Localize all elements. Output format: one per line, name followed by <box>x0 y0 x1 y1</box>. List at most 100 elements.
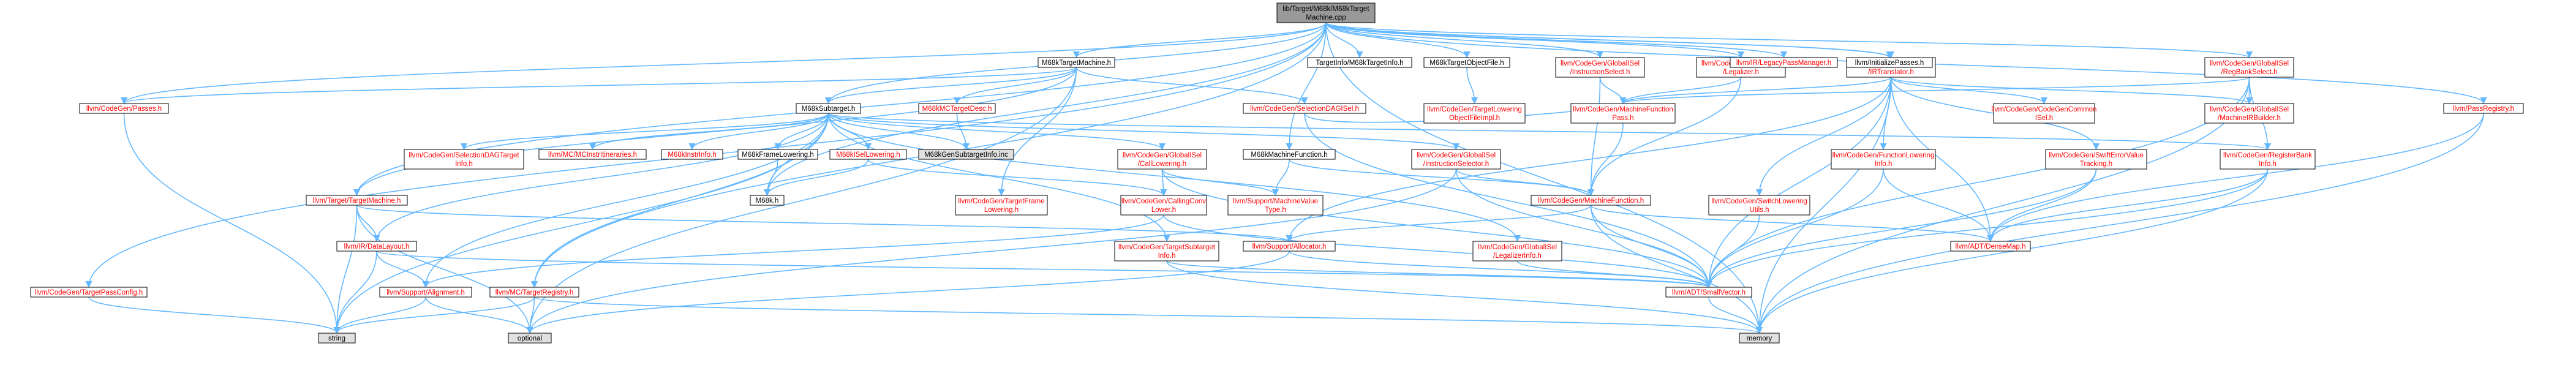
node-pass-registry[interactable]: llvm/PassRegistry.h <box>2443 103 2524 114</box>
node-optional: optional <box>508 333 552 344</box>
node-box <box>1708 195 1810 216</box>
node-label: M68k.h <box>756 197 779 205</box>
node-box <box>1950 241 2031 252</box>
edge-legalizer-to-machine_function_pass <box>1619 77 1742 105</box>
node-codegen-passes[interactable]: llvm/CodeGen/Passes.h <box>79 103 169 114</box>
node-box <box>508 333 552 344</box>
edge-m68k_subtarget-to-call_lowering <box>827 113 1166 151</box>
node-small-vector[interactable]: llvm/ADT/SmallVector.h <box>1665 287 1752 298</box>
node-dense-map[interactable]: llvm/ADT/DenseMap.h <box>1950 241 2031 252</box>
node-label: llvm/CodeGen/GlobalISel <box>1478 244 1557 251</box>
node-label: Utils.h <box>1750 206 1769 214</box>
node-label: llvm/CodeGen/CallingConv <box>1121 198 1206 205</box>
edge-calling_conv_lower-to-support_alignment <box>422 214 1164 288</box>
edge-irtranslator-to-dense_map <box>1890 77 1994 243</box>
node-label: /MachineIRBuilder.h <box>2218 115 2281 122</box>
node-box <box>538 149 647 160</box>
node-label: ISel.h <box>2035 115 2053 122</box>
node-reg-bank-select[interactable]: llvm/CodeGen/GlobalISel/RegBankSelect.h <box>2204 57 2294 78</box>
edge-target_pass_config-to-string <box>88 296 341 334</box>
edge-function_lowering_info-to-small_vector <box>1705 168 1884 288</box>
node-target-pass-config[interactable]: llvm/CodeGen/TargetPassConfig.h <box>30 287 148 298</box>
node-mc-target-desc[interactable]: M68kMCTargetDesc.h <box>918 103 996 114</box>
node-label: llvm/PassRegistry.h <box>2453 105 2514 113</box>
node-label: M68kFrameLowering.h <box>742 151 814 159</box>
node-m68k-instr-info[interactable]: M68kInstrInfo.h <box>661 149 723 160</box>
edge-irtranslator-to-machine_function_pass <box>1619 77 1892 105</box>
edge-root-to-initialize_passes <box>1325 22 1893 59</box>
node-machine-ir-builder[interactable]: llvm/CodeGen/GlobalISel/MachineIRBuilder… <box>2204 103 2294 124</box>
edge-irtranslator-to-machine_ir_builder <box>1890 77 2253 105</box>
edge-m68k_subtarget-to-ir_data_layout <box>373 113 829 243</box>
node-support-alignment[interactable]: llvm/Support/Alignment.h <box>379 287 472 298</box>
node-instruction-selector[interactable]: llvm/CodeGen/GlobalISel/InstructionSelec… <box>1411 149 1501 170</box>
node-box <box>796 103 861 114</box>
edge-switch_lowering_utils-to-small_vector <box>1705 214 1760 288</box>
node-legacy-pass-manager[interactable]: llvm/IR/LegacyPassManager.h <box>1730 57 1838 68</box>
node-selection-dag-isel[interactable]: llvm/CodeGen/SelectionDAGISel.h <box>1243 103 1366 114</box>
edge-irtranslator-to-support_allocator <box>1286 77 1892 243</box>
node-box <box>737 149 818 160</box>
node-label: M68kGenSubtargetInfo.inc <box>924 151 1008 159</box>
edge-m68k_subtarget-to-register_bank_info <box>827 113 2271 151</box>
node-string: string <box>318 333 356 344</box>
edge-target_subtarget_info-to-small_vector <box>1166 260 1712 288</box>
node-box <box>2220 149 2316 170</box>
node-label: /LegalizerInfo.h <box>1493 252 1542 260</box>
node-memory: memory <box>1739 333 1780 344</box>
node-label: M68kInstrInfo.h <box>668 151 716 159</box>
edge-m68k_subtarget-to-m68k_gen_subtarget_info <box>827 113 970 151</box>
node-machine-function[interactable]: llvm/CodeGen/MachineFunction.h <box>1531 195 1651 206</box>
edge-calling_conv_lower-to-small_vector <box>1163 214 1712 288</box>
edge-ir_data_layout-to-support_alignment <box>376 250 429 288</box>
node-label: llvm/Support/Alignment.h <box>386 289 465 296</box>
node-target-machine[interactable]: llvm/Target/TargetMachine.h <box>306 195 408 206</box>
node-label: llvm/Support/MachineValue <box>1233 198 1318 205</box>
node-m68k-isel-lowering[interactable]: M68kISelLowering.h <box>829 149 907 160</box>
node-box <box>2204 103 2294 124</box>
edge-m68k_target_machine_h-to-optional <box>526 67 1077 334</box>
node-root[interactable]: lib/Target/M68k/M68kTargetMachine.cpp <box>1276 2 1376 23</box>
node-box <box>30 287 148 298</box>
node-mc-instr-itineraries[interactable]: llvm/MC/MCInstrItineraries.h <box>538 149 647 160</box>
edge-instruction_select-to-machine_function <box>1587 77 1601 197</box>
node-legalizer-info[interactable]: llvm/CodeGen/GlobalISel/LegalizerInfo.h <box>1472 241 1562 262</box>
edge-irtranslator-to-small_vector <box>1705 77 1892 288</box>
node-label: TargetInfo/M68kTargetInfo.h <box>1316 59 1403 67</box>
edge-small_vector-to-memory <box>1708 296 1763 334</box>
edge-instruction_selector-to-small_vector <box>1455 168 1712 288</box>
node-instruction-select[interactable]: llvm/CodeGen/GlobalISel/InstructionSelec… <box>1555 57 1645 78</box>
node-label: llvm/CodeGen/TargetPassConfig.h <box>35 289 143 296</box>
node-box <box>489 287 579 298</box>
node-ir-data-layout[interactable]: llvm/IR/DataLayout.h <box>336 241 417 252</box>
node-box <box>918 103 996 114</box>
node-box <box>829 149 907 160</box>
node-box <box>661 149 723 160</box>
node-label: Lower.h <box>1151 206 1176 214</box>
edge-mc_target_registry-to-optional <box>526 296 535 334</box>
edge-layer <box>85 22 2487 334</box>
node-call-lowering[interactable]: llvm/CodeGen/GlobalISel/CallLowering.h <box>1117 149 1207 170</box>
node-support-allocator[interactable]: llvm/Support/Allocator.h <box>1243 241 1336 252</box>
node-label: optional <box>518 335 542 342</box>
node-label: llvm/CodeGen/GlobalISel <box>2210 106 2289 113</box>
edge-machine_function-to-small_vector <box>1590 205 1712 288</box>
edge-swift_error_value_tracking-to-dense_map <box>1987 168 2097 243</box>
node-box <box>1423 57 1510 68</box>
node-box <box>1227 195 1324 216</box>
node-tlof-helper[interactable]: llvm/CodeGen/TargetLoweringObjectFileImp… <box>1423 103 1526 124</box>
node-box <box>1665 287 1752 298</box>
edge-pass_registry-to-memory <box>1755 113 2484 334</box>
node-mc-target-registry[interactable]: llvm/MC/TargetRegistry.h <box>489 287 579 298</box>
